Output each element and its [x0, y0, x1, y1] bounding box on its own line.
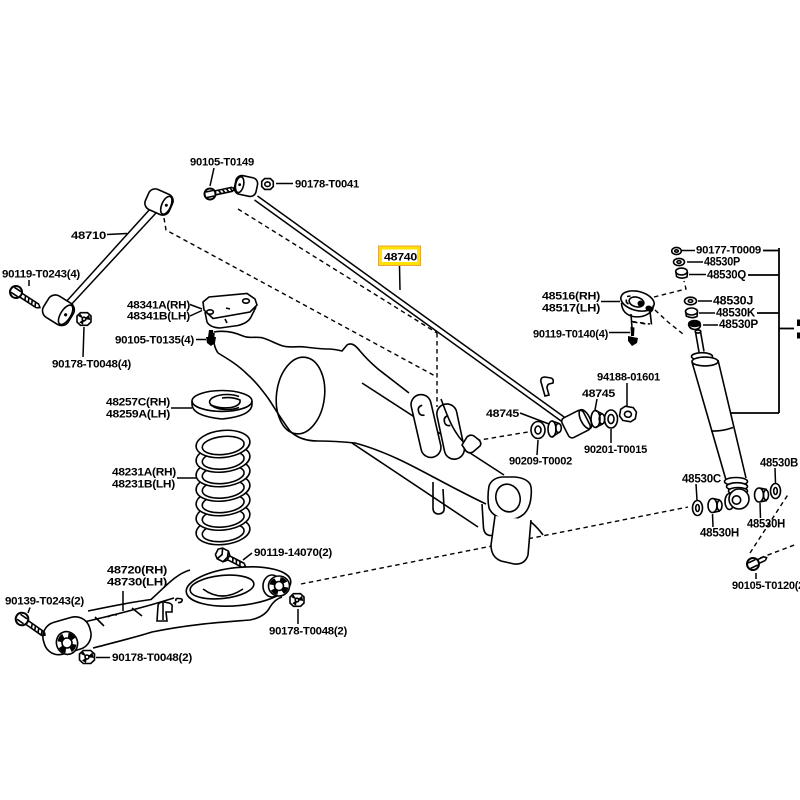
svg-text:48720(RH): 48720(RH) — [107, 565, 168, 577]
svg-text:48231B(LH): 48231B(LH) — [112, 479, 176, 491]
svg-text:90201-T0015: 90201-T0015 — [584, 444, 647, 456]
svg-text:48341B(LH): 48341B(LH) — [127, 311, 191, 323]
svg-text:90178-T0041: 90178-T0041 — [295, 179, 359, 191]
svg-text:48259A(LH): 48259A(LH) — [106, 409, 171, 421]
svg-text:48530B: 48530B — [760, 458, 798, 470]
svg-text:48530Q: 48530Q — [707, 270, 746, 282]
svg-text:90209-T0002: 90209-T0002 — [509, 456, 572, 468]
svg-text:48530K: 48530K — [716, 308, 756, 320]
svg-text:48516(RH): 48516(RH) — [542, 291, 601, 303]
svg-text:48231A(RH): 48231A(RH) — [112, 467, 177, 479]
svg-text:90119-T0243(4): 90119-T0243(4) — [2, 269, 81, 281]
svg-text:48710: 48710 — [71, 230, 106, 242]
svg-text:48745: 48745 — [486, 408, 519, 420]
svg-text:90119-T0140(4): 90119-T0140(4) — [533, 329, 609, 341]
svg-text:48745: 48745 — [582, 388, 615, 400]
svg-text:48257C(RH): 48257C(RH) — [106, 397, 171, 409]
svg-text:48530P: 48530P — [704, 257, 741, 269]
svg-text:90105-T0149: 90105-T0149 — [190, 157, 254, 169]
svg-text:90177-T0009: 90177-T0009 — [696, 245, 761, 257]
svg-text:90178-T0048(2): 90178-T0048(2) — [269, 626, 348, 638]
svg-text:48740: 48740 — [384, 252, 417, 264]
svg-text:48341A(RH): 48341A(RH) — [127, 300, 191, 312]
svg-text:48530C: 48530C — [682, 474, 721, 486]
svg-text:90178-T0048(4): 90178-T0048(4) — [52, 359, 132, 371]
svg-text:90139-T0243(2): 90139-T0243(2) — [5, 596, 85, 608]
svg-text:48730(LH): 48730(LH) — [107, 577, 168, 589]
svg-text:90178-T0048(2): 90178-T0048(2) — [112, 652, 193, 664]
svg-text:90105-T0120(2: 90105-T0120(2 — [732, 580, 800, 592]
svg-text:48530H: 48530H — [700, 528, 739, 540]
svg-text:48530J: 48530J — [713, 296, 753, 308]
svg-text:48530H: 48530H — [747, 519, 785, 531]
svg-text:48517(LH): 48517(LH) — [542, 303, 601, 315]
svg-text:90119-14070(2): 90119-14070(2) — [254, 547, 333, 559]
svg-text:94188-01601: 94188-01601 — [597, 372, 660, 384]
svg-text:90105-T0135(4): 90105-T0135(4) — [115, 335, 195, 347]
svg-text:48530P: 48530P — [719, 319, 759, 331]
